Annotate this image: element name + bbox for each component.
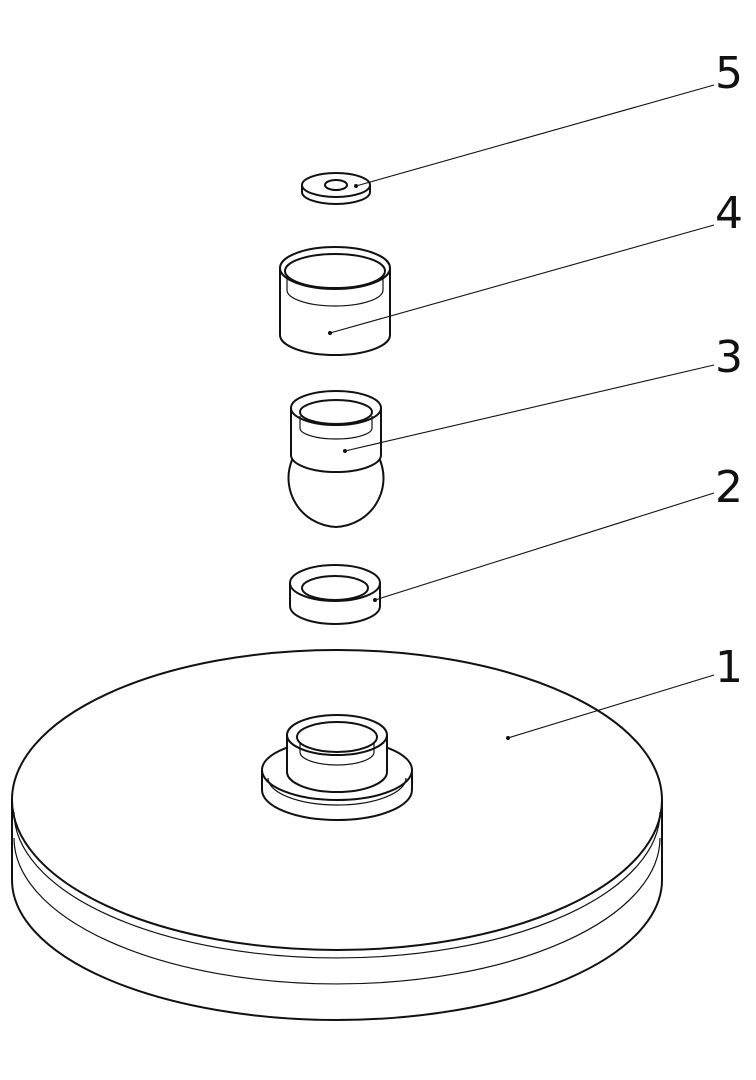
part-1-base-disc <box>11 649 663 1021</box>
callout-2: 2 <box>715 462 743 513</box>
leader-line-5 <box>355 84 715 187</box>
callout-5: 5 <box>715 48 743 99</box>
leader-line-1 <box>507 674 715 739</box>
leader-dot-3 <box>343 449 347 453</box>
leader-line-3 <box>344 364 715 452</box>
leader-dot-4 <box>328 331 332 335</box>
leader-line-2 <box>374 492 715 601</box>
leader-dot-5 <box>354 184 358 188</box>
callout-1: 1 <box>715 642 743 693</box>
part-3-ball-socket <box>287 390 385 528</box>
callout-4: 4 <box>715 188 743 239</box>
part-2-ring <box>289 564 381 625</box>
leader-dot-2 <box>373 598 377 602</box>
leader-dot-1 <box>506 736 510 740</box>
part-4-sleeve <box>279 246 391 356</box>
callout-3: 3 <box>715 332 743 383</box>
leader-line-4 <box>329 224 715 334</box>
callout-numbers: 5 4 3 2 1 <box>715 48 743 693</box>
part-5-washer <box>301 172 371 205</box>
leader-lines <box>328 84 715 740</box>
